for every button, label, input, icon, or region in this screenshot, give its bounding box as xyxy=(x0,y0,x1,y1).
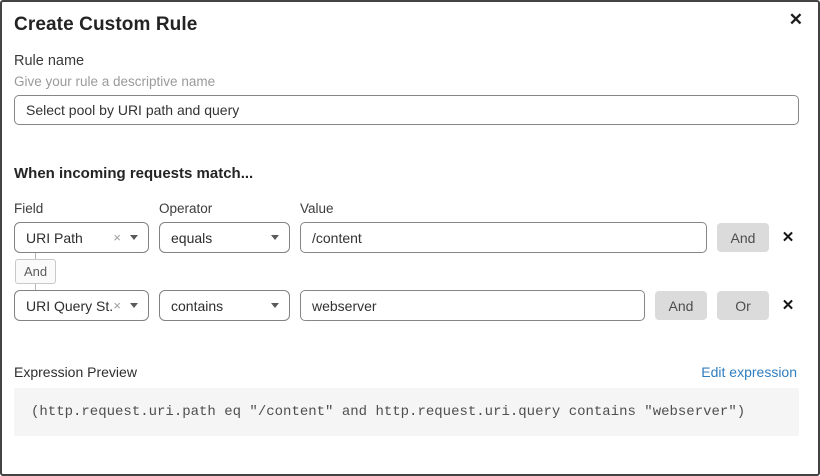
add-and-condition-button-2[interactable]: And xyxy=(655,291,707,320)
connector-line-top xyxy=(35,253,36,259)
value-input-2[interactable] xyxy=(300,290,645,321)
rule-name-label: Rule name xyxy=(14,53,85,69)
field-column-label: Field xyxy=(14,201,44,216)
expression-preview-label: Expression Preview xyxy=(14,364,137,380)
field-select-2[interactable]: URI Query St... × xyxy=(14,290,149,321)
close-icon[interactable]: ✕ xyxy=(788,10,803,29)
dialog-title: Create Custom Rule xyxy=(14,14,198,35)
operator-select-1-value: equals xyxy=(171,229,213,246)
add-and-condition-button-1[interactable]: And xyxy=(717,223,769,252)
condition-column-headers: Field Operator Value xyxy=(14,201,797,216)
edit-expression-link[interactable]: Edit expression xyxy=(701,364,797,380)
operator-select-2-value: contains xyxy=(171,297,224,314)
connector-line-bottom xyxy=(35,284,36,290)
operator-column-label: Operator xyxy=(159,201,213,216)
match-heading: When incoming requests match... xyxy=(14,165,254,182)
operator-select-2[interactable]: contains xyxy=(159,290,290,321)
chevron-down-icon xyxy=(130,235,138,240)
expression-code-block: (http.request.uri.path eq "/content" and… xyxy=(14,388,799,436)
add-or-condition-button-2[interactable]: Or xyxy=(717,291,769,320)
chevron-down-icon xyxy=(271,235,279,240)
clear-selection-icon[interactable]: × xyxy=(113,298,121,313)
expression-preview-header: Expression Preview Edit expression xyxy=(14,364,797,380)
chevron-down-icon xyxy=(271,303,279,308)
condition-row-2: URI Query St... × contains And Or ✕ xyxy=(14,290,797,321)
rule-name-input[interactable] xyxy=(14,95,799,125)
remove-condition-icon-2[interactable]: ✕ xyxy=(781,297,795,314)
value-column-label: Value xyxy=(300,201,334,216)
rule-name-hint: Give your rule a descriptive name xyxy=(14,74,216,89)
field-select-2-value: URI Query St... xyxy=(26,297,114,314)
value-input-1[interactable] xyxy=(300,222,707,253)
condition-connector: And xyxy=(14,253,797,290)
chevron-down-icon xyxy=(130,303,138,308)
condition-row-1: URI Path × equals And ✕ xyxy=(14,222,797,253)
operator-select-1[interactable]: equals xyxy=(159,222,290,253)
expression-code: (http.request.uri.path eq "/content" and… xyxy=(31,404,746,420)
remove-condition-icon-1[interactable]: ✕ xyxy=(781,229,795,246)
field-select-1[interactable]: URI Path × xyxy=(14,222,149,253)
field-select-1-value: URI Path xyxy=(26,229,83,246)
connector-and-badge: And xyxy=(15,259,57,284)
clear-selection-icon[interactable]: × xyxy=(113,230,121,245)
